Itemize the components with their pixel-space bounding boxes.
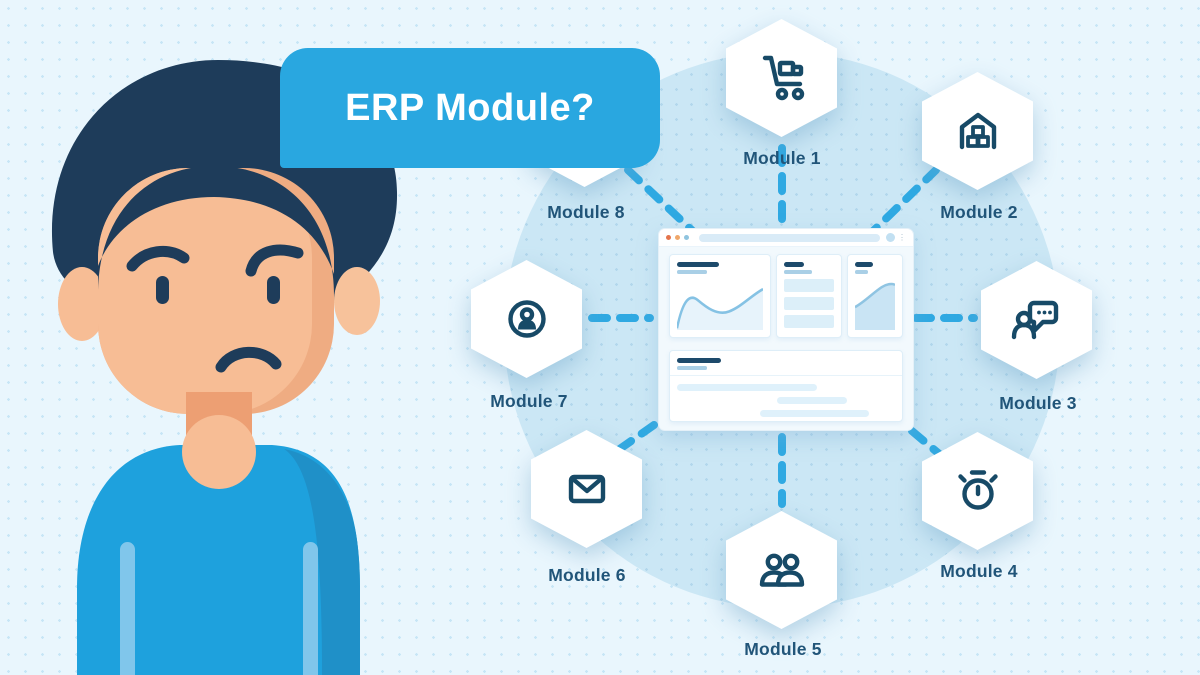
stopwatch-icon xyxy=(957,470,998,510)
module-6-label: Module 6 xyxy=(548,565,626,585)
module-4-hexagon xyxy=(922,432,1033,550)
module-1-hexagon xyxy=(726,19,837,137)
module-8-label: Module 8 xyxy=(547,202,625,222)
card-title-bar xyxy=(677,358,721,363)
list-item-bar xyxy=(784,314,834,328)
sleeve-stripe-right xyxy=(303,542,318,675)
card-divider xyxy=(670,374,902,376)
left-eyebrow xyxy=(126,245,190,272)
hair-fringe xyxy=(98,166,334,296)
text-line-bar xyxy=(677,383,817,391)
sleeve-stripe-left xyxy=(120,542,135,675)
list-card xyxy=(776,254,842,338)
torso-shade xyxy=(284,449,360,675)
torso xyxy=(77,445,360,675)
module-7-label: Module 7 xyxy=(490,391,568,411)
module-5-label: Module 5 xyxy=(744,639,822,659)
avatar-circle xyxy=(886,233,895,242)
module-3-label: Module 3 xyxy=(999,393,1077,413)
module-4-label: Module 4 xyxy=(940,561,1018,581)
speech-bubble: ERP Module? xyxy=(280,48,660,168)
module-2-hexagon xyxy=(922,72,1033,190)
card-title-bar xyxy=(855,262,873,267)
window-dot-orange xyxy=(675,235,680,240)
card-subtitle-bar xyxy=(677,366,707,370)
team-users-icon xyxy=(759,553,804,587)
line-chart-card xyxy=(669,254,771,338)
speech-bubble-text: ERP Module? xyxy=(345,86,595,129)
customer-chat-icon xyxy=(1011,300,1058,340)
card-title-bar xyxy=(784,262,804,267)
right-eyebrow xyxy=(245,244,304,277)
area-chart xyxy=(855,282,895,330)
frown-mouth xyxy=(215,346,282,373)
module-7-hexagon xyxy=(471,260,582,378)
kebab-menu-icon: ⋮ xyxy=(898,232,906,242)
list-item-bar xyxy=(784,296,834,310)
window-dot-red xyxy=(666,235,671,240)
area-chart-card xyxy=(847,254,903,338)
card-title-bar xyxy=(677,262,719,267)
window-dot-blue xyxy=(684,235,689,240)
right-eye xyxy=(267,276,280,304)
card-subtitle-bar xyxy=(784,270,812,274)
text-line-bar xyxy=(759,409,869,417)
left-ear xyxy=(58,267,106,341)
card-subtitle-bar xyxy=(855,270,868,274)
right-ear xyxy=(334,267,380,335)
text-line-bar xyxy=(777,396,848,404)
module-2-label: Module 2 xyxy=(940,202,1018,222)
line-chart xyxy=(677,287,763,330)
shopping-cart-icon xyxy=(762,55,804,101)
user-profile-icon xyxy=(507,300,546,338)
browser-window-mockup: ⋮ xyxy=(658,228,914,431)
warehouse-icon xyxy=(959,112,996,150)
card-subtitle-bar xyxy=(677,270,707,274)
browser-top-bar: ⋮ xyxy=(659,229,913,247)
neck xyxy=(182,415,256,489)
email-envelope-icon xyxy=(568,474,605,504)
list-item-bar xyxy=(784,278,834,292)
left-eye xyxy=(156,276,169,304)
dashboard-body xyxy=(659,247,913,422)
module-1-label: Module 1 xyxy=(743,148,821,168)
module-6-hexagon xyxy=(531,430,642,548)
report-card xyxy=(669,350,903,422)
address-bar xyxy=(699,233,880,242)
module-5-hexagon xyxy=(726,511,837,629)
module-3-hexagon xyxy=(981,261,1092,379)
